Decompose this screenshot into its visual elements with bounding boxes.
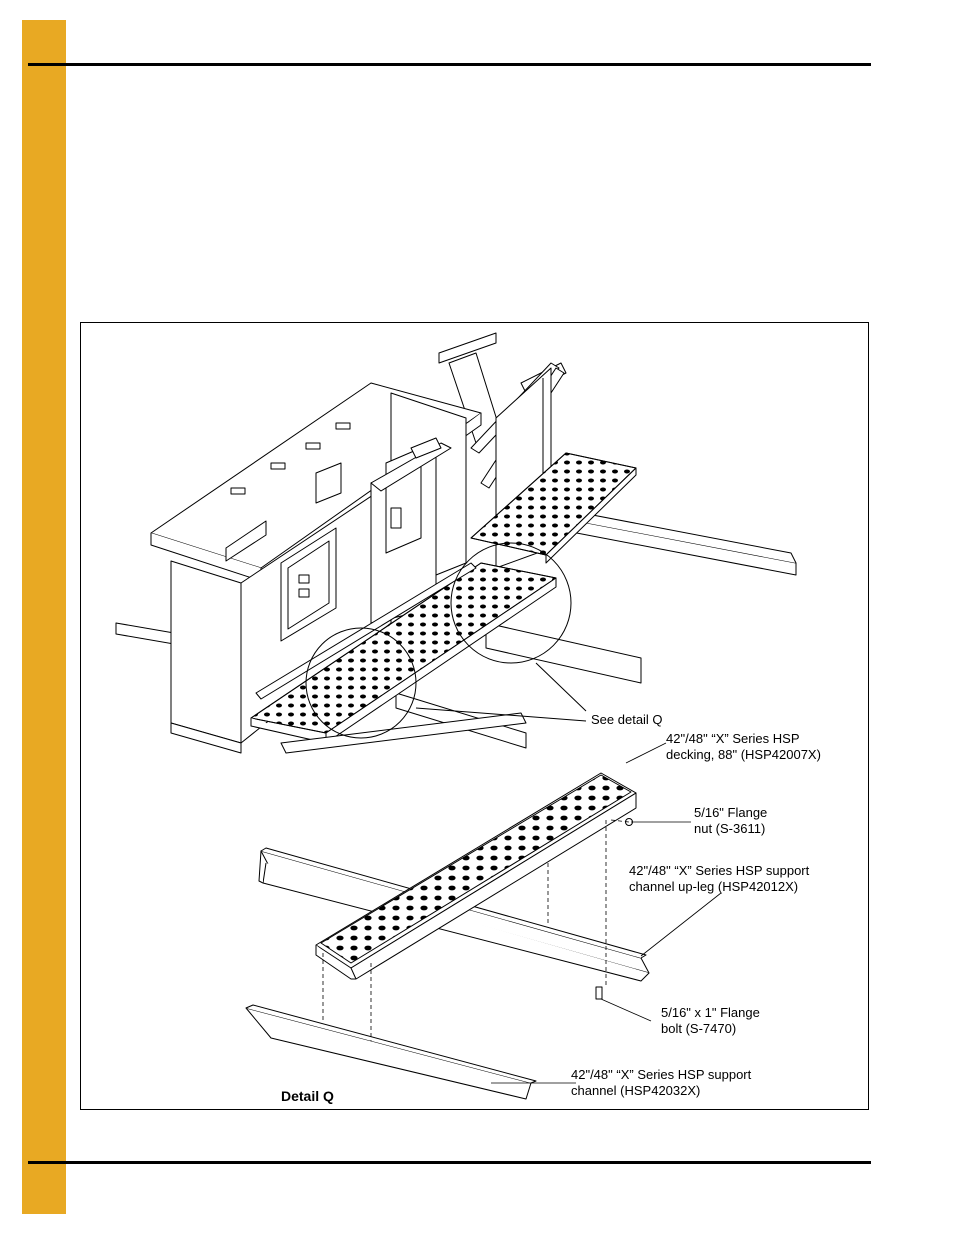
callout-decking: 42"/48" “X” Series HSP decking, 88" (HSP… xyxy=(666,731,821,762)
detail-q-title: Detail Q xyxy=(281,1088,334,1104)
assembly-drawing xyxy=(115,332,797,1100)
callout-flange-nut: 5/16" Flange nut (S-3611) xyxy=(694,805,768,836)
callout-see-detail-q: See detail Q xyxy=(591,712,663,727)
callout-flange-bolt: 5/16" x 1" Flange bolt (S-7470) xyxy=(661,1005,760,1036)
callout-support-channel: 42"/48" “X” Series HSP support channel (… xyxy=(571,1067,752,1098)
header-rule xyxy=(28,63,871,66)
figure-frame: See detail Q 42"/48" “X” Series HSP deck… xyxy=(80,322,869,1110)
callout-support-channel-up-leg: 42"/48" “X” Series HSP support channel u… xyxy=(629,863,810,894)
section-tab xyxy=(22,20,66,1214)
footer-rule xyxy=(28,1161,871,1164)
